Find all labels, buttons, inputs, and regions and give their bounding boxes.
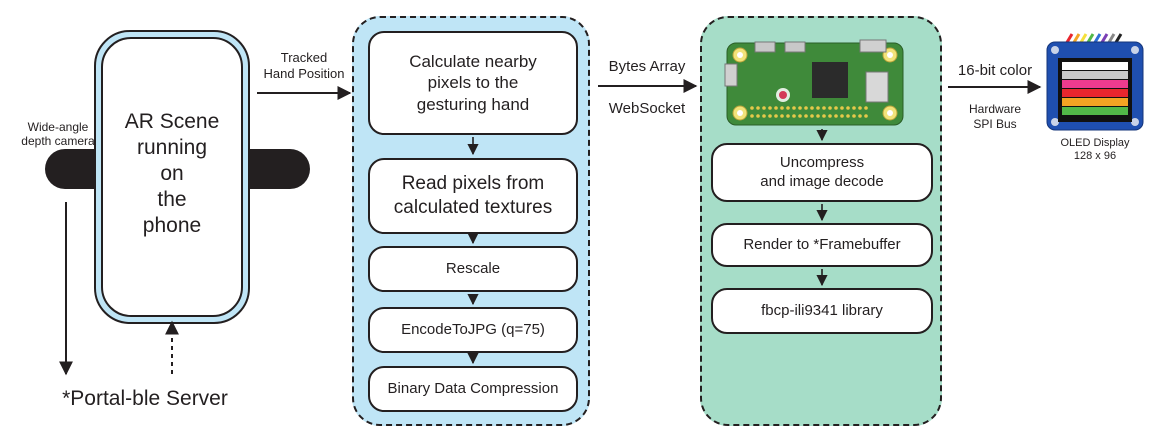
step-fbcp-library: fbcp-ili9341 library	[711, 288, 933, 334]
oled-stripe	[1062, 107, 1128, 115]
step-binary-compression: Binary Data Compression	[368, 366, 578, 412]
spi-bus-label: Hardware SPI Bus	[968, 102, 1022, 131]
oled-stripes	[1062, 62, 1128, 115]
camera-label: Wide-angle depth camera	[21, 120, 95, 148]
oled-stripe	[1062, 98, 1128, 106]
oled-display-label: OLED Display 128 x 96	[1060, 137, 1130, 162]
oled-stripe	[1062, 89, 1128, 97]
phone-screen	[101, 37, 243, 317]
oled-display-icon	[1046, 33, 1144, 131]
raspberry-pi-board-icon	[724, 39, 904, 126]
oled-stripe	[1062, 80, 1128, 88]
oled-stripe	[1062, 71, 1128, 79]
websocket-label: WebSocket	[608, 100, 686, 117]
oled-stripe	[1062, 62, 1128, 70]
color-depth-label: 16-bit color	[957, 62, 1033, 79]
step-rescale: Rescale	[368, 246, 578, 292]
tracked-hand-label: Tracked Hand Position	[263, 50, 345, 81]
phone-screen-text: AR Scene running on the phone	[124, 110, 220, 237]
bytes-array-label: Bytes Array	[608, 58, 686, 75]
server-label: *Portal-ble Server	[62, 387, 228, 410]
step-render-framebuffer: Render to *Framebuffer	[711, 223, 933, 267]
step-encode-jpg: EncodeToJPG (q=75)	[368, 307, 578, 353]
